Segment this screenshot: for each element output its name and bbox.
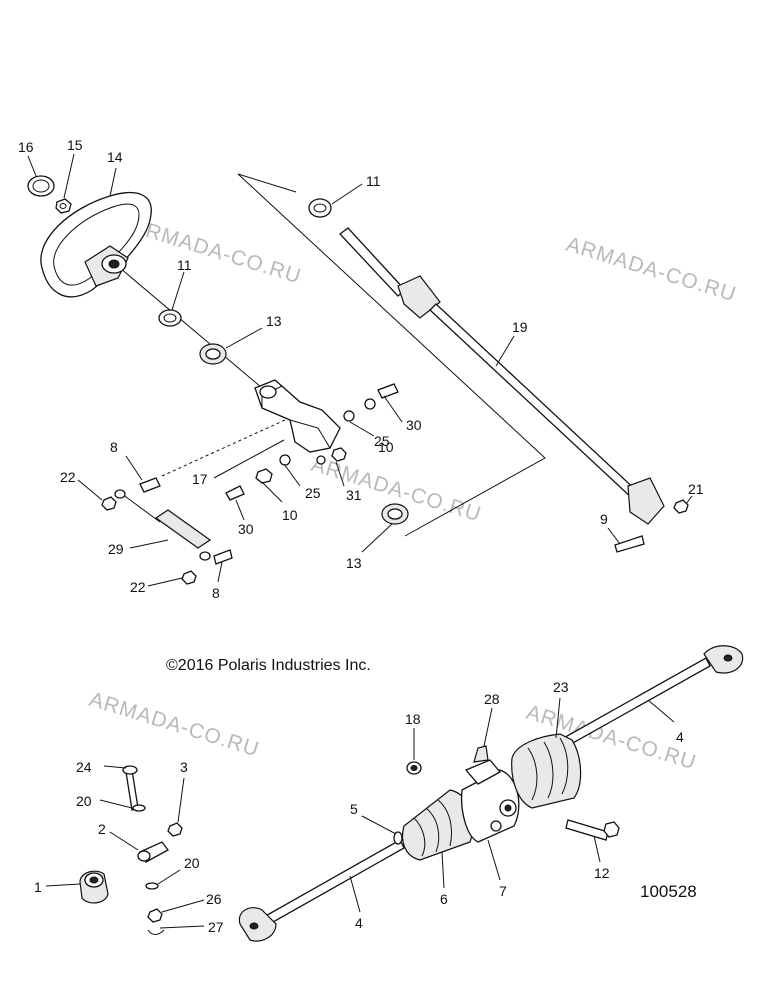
rack-bolt-head [603,821,620,838]
callout-30: 30 [406,417,422,433]
callout-31: 31 [346,487,362,503]
callout-5: 5 [350,801,358,817]
seal-shaft [308,198,332,218]
watermark: ARMADA-CO.RU [564,233,740,307]
callout-26: 26 [206,891,222,907]
bolt-24-head [122,765,138,775]
nut-upper [101,496,117,511]
callout-14: 14 [107,149,123,165]
callout-27: 27 [208,919,224,935]
figure-number: 100528 [640,882,697,901]
nut-3 [167,822,183,837]
callout-22: 22 [60,469,76,485]
steering-rack [238,645,744,942]
callout-16: 16 [18,139,34,155]
horn-cap [27,175,55,197]
tilt-strut [114,489,212,561]
bearing-upper [199,343,227,365]
nut-lower [181,570,197,585]
bolt-24 [125,769,139,811]
callout-20: 20 [184,855,200,871]
callout-20: 20 [76,793,92,809]
callout-6: 6 [440,891,448,907]
shaft-pinch-bolt [614,535,645,553]
callout-15: 15 [67,137,83,153]
tie-rod-end-2 [137,841,169,863]
callout-18: 18 [405,711,421,727]
callout-17: 17 [192,471,208,487]
callout-11: 11 [177,257,192,273]
intermediate-shaft [339,227,665,525]
bolt-lower [213,549,233,565]
callout-10: 10 [378,439,394,455]
callout-30: 30 [238,521,254,537]
washer-20 [132,804,146,812]
callout-8: 8 [212,585,220,601]
steering-wheel [40,191,152,298]
hidden-line [161,419,286,477]
callout-25: 25 [305,485,321,501]
callout-19: 19 [512,319,528,335]
watermark: ARMADA-CO.RU [129,215,305,289]
callout-23: 23 [553,679,569,695]
callout-13: 13 [346,555,362,571]
rack-mount-bolt [565,819,609,841]
callout-29: 29 [108,541,124,557]
cotter-pin-27 [147,929,165,935]
callout-22: 22 [130,579,146,595]
boot-clamp [393,831,403,845]
callout-25: 25 [374,433,390,449]
watermark: ARMADA-CO.RU [87,688,263,762]
callout-8: 8 [110,439,118,455]
seal-upper [158,309,182,327]
callout-2: 2 [98,821,106,837]
shaft-pinch-nut [673,499,689,514]
callout-28: 28 [484,691,500,707]
bearing-lower [381,503,409,525]
steering-column-bracket [254,379,341,453]
leader-lines [27,153,693,929]
callout-12: 12 [594,865,610,881]
callout-10: 10 [282,507,298,523]
copyright-notice: ©2016 Polaris Industries Inc. [166,657,371,674]
nut-26 [147,908,163,923]
callout-7: 7 [499,883,507,899]
callout-3: 3 [180,759,188,775]
callout-11: 11 [366,173,381,189]
callout-4: 4 [676,729,684,745]
bushing-1 [79,870,109,904]
callout-1: 1 [34,879,42,895]
washer-20b [145,882,159,890]
callout-21: 21 [688,481,704,497]
wheel-nut [55,198,72,214]
bolt-upper [139,477,161,493]
callout-4: 4 [355,915,363,931]
callout-24: 24 [76,759,92,775]
callout-numbers: 16 15 14 11 13 11 19 30 10 25 17 25 10 3… [18,137,704,935]
bracket-outline [237,173,546,537]
callout-13: 13 [266,313,282,329]
callout-9: 9 [600,511,608,527]
rack-bushing [406,761,422,775]
